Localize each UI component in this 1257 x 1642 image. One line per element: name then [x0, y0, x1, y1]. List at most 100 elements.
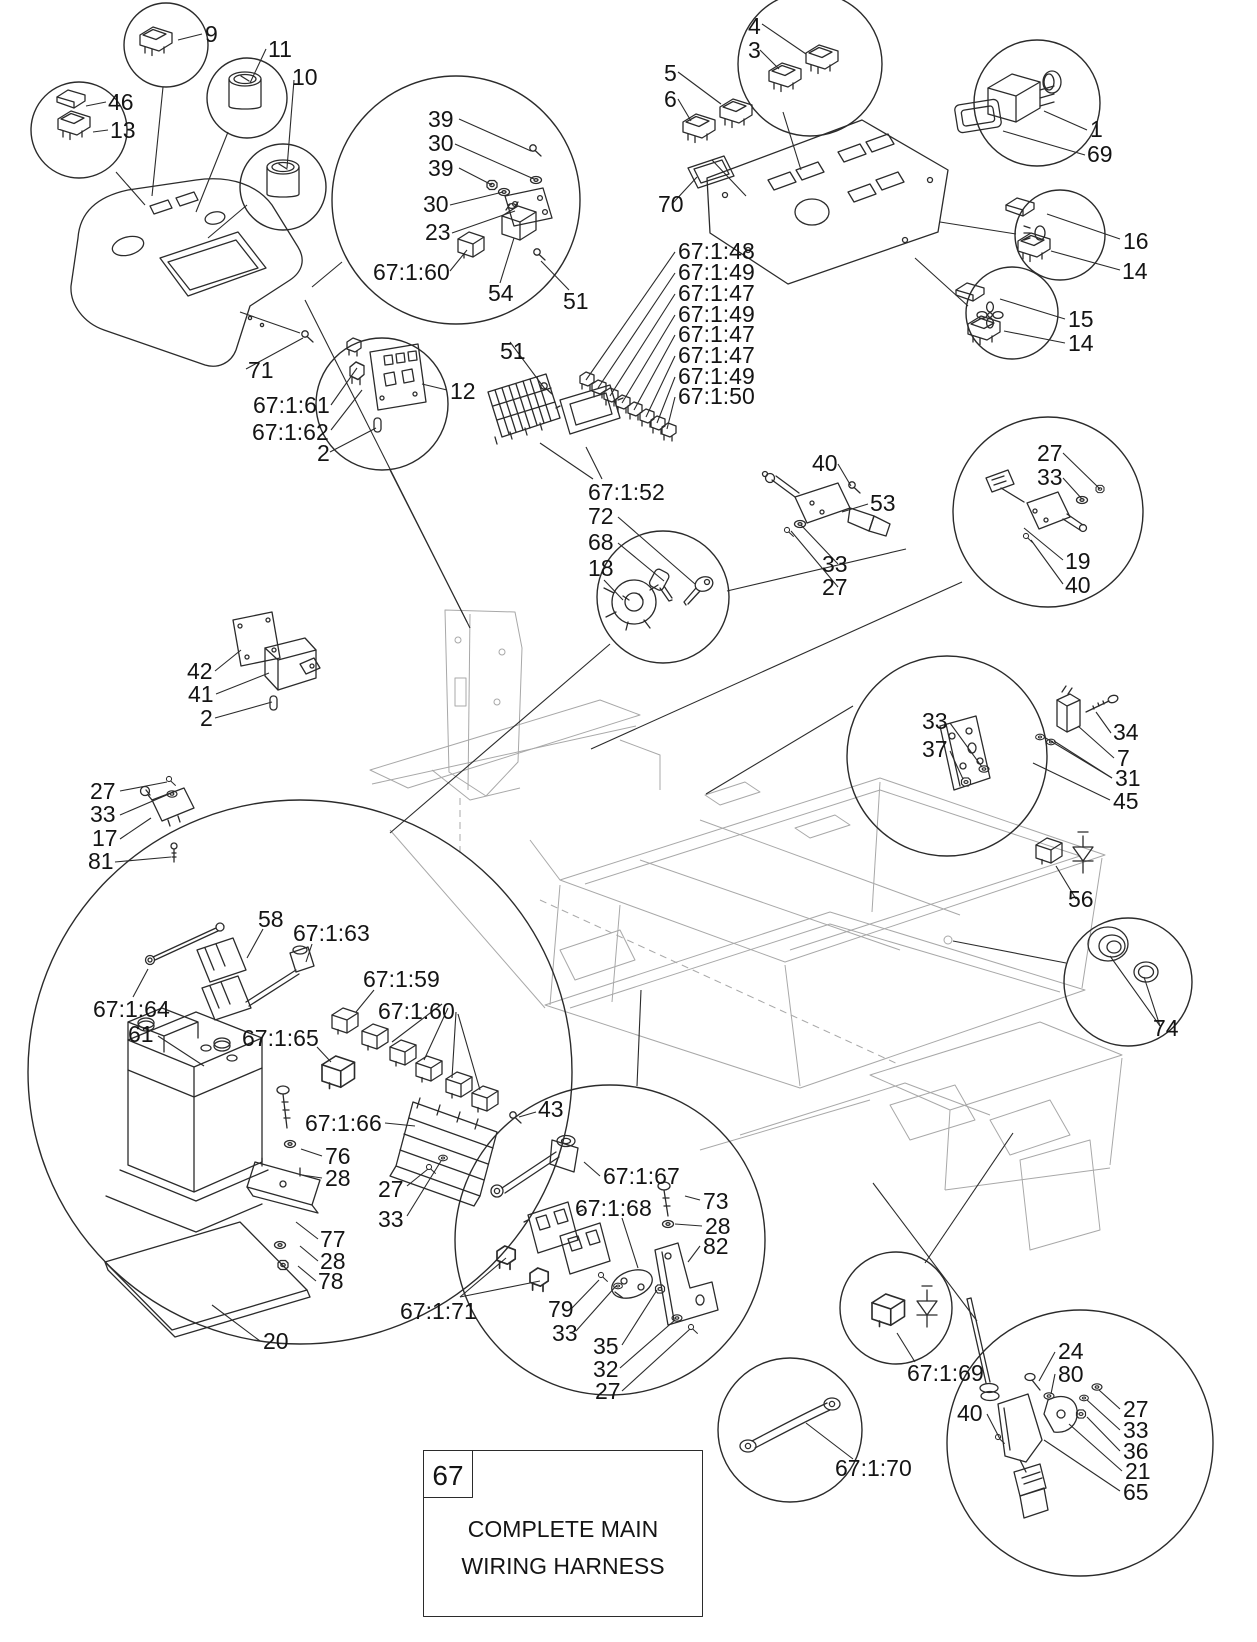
- battery-cable-58: [144, 922, 252, 1021]
- solenoid-54: [501, 201, 537, 241]
- screw-79: [597, 1271, 608, 1282]
- bracket-45: [939, 715, 991, 791]
- part-label-27: 27: [1037, 440, 1063, 466]
- relay-67-1-60: [457, 231, 485, 259]
- power-port-11: [228, 71, 262, 110]
- part-label-67-1-49: 67:1:49: [678, 259, 755, 285]
- part-label-69: 69: [1087, 141, 1113, 167]
- switch-4: [805, 44, 839, 75]
- bolt-24: [1024, 1372, 1041, 1391]
- relay-67-1-69: [871, 1293, 906, 1328]
- washer-33d: [438, 1154, 448, 1162]
- battery-clamp-77: [246, 1157, 321, 1214]
- leader-lines: [85, 23, 1161, 1492]
- switch-19: [985, 469, 1088, 533]
- screw-27c: [165, 775, 176, 786]
- key-68: [683, 576, 714, 606]
- battery-cable-67-1-67: [490, 1134, 579, 1198]
- screw-40b: [1022, 532, 1033, 543]
- switch-13: [57, 110, 91, 141]
- part-label-67-1-59: 67:1:59: [363, 966, 440, 992]
- part-label-78: 78: [318, 1268, 344, 1294]
- relay-67-1-59: [331, 1007, 359, 1035]
- chassis-frame-art: [369, 609, 1123, 1251]
- bolt-34: [1085, 694, 1119, 713]
- screw-40a: [848, 481, 861, 494]
- washer-33g: [1079, 1394, 1089, 1402]
- legend: 67 COMPLETE MAIN WIRING HARNESS: [423, 1450, 703, 1617]
- fan-icon: [976, 301, 1004, 329]
- fuse-67-1-50: [661, 422, 677, 442]
- switch-5: [719, 98, 753, 129]
- relay-d: [415, 1055, 443, 1083]
- part-label-40: 40: [957, 1400, 983, 1426]
- part-label-33: 33: [90, 801, 116, 827]
- part-label-33: 33: [922, 708, 948, 734]
- washer-27f: [1091, 1383, 1103, 1391]
- part-label-27: 27: [90, 778, 116, 804]
- switch-9: [139, 26, 173, 57]
- relay-67-1-65: [321, 1055, 356, 1090]
- part-label-79: 79: [548, 1296, 574, 1322]
- part-label-11: 11: [268, 36, 292, 62]
- part-label-19: 19: [1065, 548, 1091, 574]
- part-label-33: 33: [822, 551, 848, 577]
- part-label-54: 54: [488, 280, 514, 306]
- part-label-70: 70: [658, 191, 684, 217]
- power-port-10: [266, 159, 300, 198]
- control-panel: [706, 119, 949, 285]
- part-label-32: 32: [593, 1356, 619, 1382]
- relay-holder-67-1-66: [389, 1097, 498, 1207]
- bolt-76: [276, 1085, 291, 1129]
- part-label-5: 5: [664, 60, 677, 86]
- battery-cable-67-1-63: [245, 945, 315, 1007]
- part-label-20: 20: [263, 1328, 289, 1354]
- part-label-28: 28: [705, 1213, 731, 1239]
- part-label-76: 76: [325, 1143, 351, 1169]
- washer-28a: [283, 1139, 297, 1149]
- switch-6: [682, 113, 716, 144]
- parts-art: [56, 26, 1159, 1519]
- part-label-30: 30: [428, 130, 454, 156]
- part-label-67-1-49: 67:1:49: [678, 363, 755, 389]
- part-label-28: 28: [320, 1248, 346, 1274]
- part-label-61: 61: [128, 1021, 154, 1047]
- fuse-67-1-62: [349, 361, 365, 386]
- part-label-10: 10: [292, 64, 318, 90]
- part-label-3: 3: [748, 37, 761, 63]
- part-label-67-1-68: 67:1:68: [575, 1195, 652, 1221]
- legend-part-number: 67: [432, 1460, 463, 1491]
- part-label-4: 4: [748, 13, 761, 39]
- washer-31a: [1035, 733, 1045, 741]
- part-label-33: 33: [1037, 464, 1063, 490]
- switch-7: [1056, 685, 1081, 733]
- frame-centerlines: [459, 798, 901, 1066]
- part-label-17: 17: [92, 825, 118, 851]
- part-label-1: 1: [1090, 116, 1103, 142]
- part-label-33: 33: [1123, 1417, 1149, 1443]
- switch-17: [139, 785, 195, 827]
- console-housing: [70, 178, 303, 367]
- part-label-67-1-71: 67:1:71: [400, 1298, 477, 1324]
- legend-title-line1: COMPLETE MAIN: [468, 1516, 658, 1542]
- part-label-53: 53: [870, 490, 896, 516]
- washer-30: [529, 175, 543, 185]
- part-label-45: 45: [1113, 788, 1139, 814]
- part-label-15: 15: [1068, 306, 1094, 332]
- fuse-67-1-47c: [639, 408, 655, 428]
- washer-31b: [1046, 738, 1056, 746]
- screw-27d: [425, 1163, 436, 1174]
- grommet-69: [954, 98, 1002, 134]
- part-label-67-1-70: 67:1:70: [835, 1455, 912, 1481]
- part-label-72: 72: [588, 503, 614, 529]
- washer-28b: [273, 1240, 287, 1250]
- grommet-74: [1087, 926, 1159, 983]
- part-label-33: 33: [552, 1320, 578, 1346]
- switch-14a: [1017, 232, 1051, 263]
- part-label-67-1-47: 67:1:47: [678, 342, 755, 368]
- part-label-46: 46: [108, 89, 134, 115]
- bullet-terminal-2b: [269, 695, 278, 711]
- part-label-18: 18: [588, 555, 614, 581]
- part-label-27: 27: [378, 1176, 404, 1202]
- legend-title-line2: WIRING HARNESS: [461, 1553, 664, 1579]
